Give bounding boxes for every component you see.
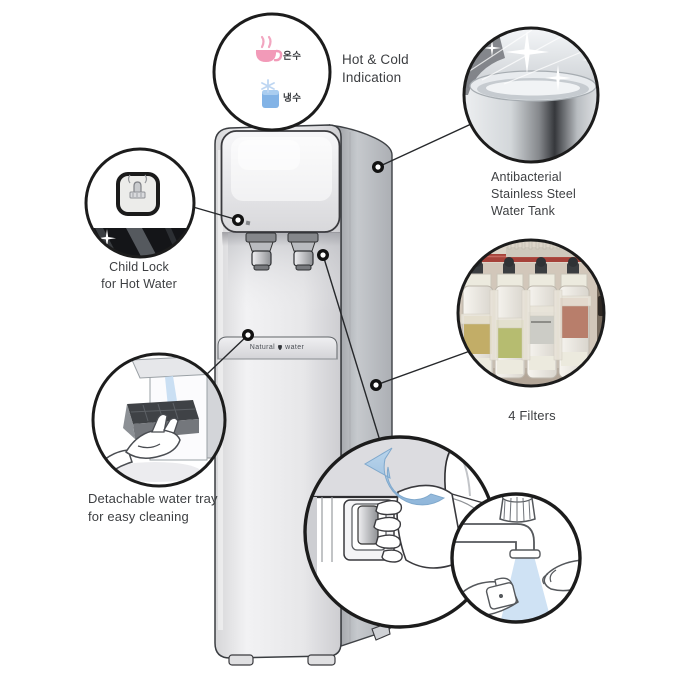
- callout-dot: [242, 329, 254, 341]
- child-lock-callout-circle: [84, 147, 196, 259]
- stainless-tank-label: Antibacterial Stainless Steel Water Tank: [491, 170, 576, 218]
- callout-dot: [232, 214, 244, 226]
- hot-cold-indication-label: Hot & Cold Indication: [342, 52, 409, 86]
- brand-logo: Natural water: [227, 341, 327, 354]
- cold-water-korean-label: 냉수: [283, 93, 302, 104]
- brand-band: [217, 336, 338, 360]
- nozzle-wash-callout-circle: [450, 492, 582, 624]
- child-lock-button-mark: [245, 220, 251, 226]
- callout-dot: [372, 161, 384, 173]
- child-lock-button-icon: [116, 172, 160, 216]
- brand-suffix: water: [285, 344, 305, 351]
- water-stream-icon: [500, 556, 552, 622]
- tray-label: Detachable water tray for easy cleaning: [88, 491, 218, 524]
- filters-callout-circle: [456, 238, 606, 388]
- mounting-clips: [460, 289, 592, 361]
- callout-dots: [232, 161, 384, 391]
- filters-label: 4 Filters: [508, 408, 556, 423]
- control-panel: [220, 130, 341, 233]
- child-lock-label: Child Lock for Hot Water: [101, 260, 177, 291]
- stainless-tank-photo: [464, 28, 598, 162]
- snowflake-icon: [261, 79, 275, 93]
- filter-cartridge: [526, 257, 558, 379]
- hot-cold-callout-circle: [212, 12, 332, 132]
- tray-top: [127, 400, 199, 424]
- hot-water-faucet: [245, 232, 277, 271]
- callout-dot: [317, 249, 329, 261]
- rotate-arrow-icon: [363, 447, 446, 506]
- hot-water-korean-label: 온수: [283, 51, 302, 62]
- water-tray-callout-circle: [91, 352, 227, 488]
- stainless-tank-callout-circle: [462, 26, 600, 164]
- callout-dot: [370, 379, 382, 391]
- filter-cartridge: [558, 257, 590, 379]
- hot-water-icon: [255, 35, 283, 62]
- cold-water-faucet: [287, 232, 319, 271]
- cold-water-icon: [261, 79, 279, 108]
- brand-prefix: Natural: [249, 344, 276, 351]
- filter-cartridge: [494, 257, 526, 379]
- hand-icon: [373, 484, 495, 569]
- water-drop-icon: [278, 345, 283, 350]
- sparkle-icon: [98, 229, 116, 247]
